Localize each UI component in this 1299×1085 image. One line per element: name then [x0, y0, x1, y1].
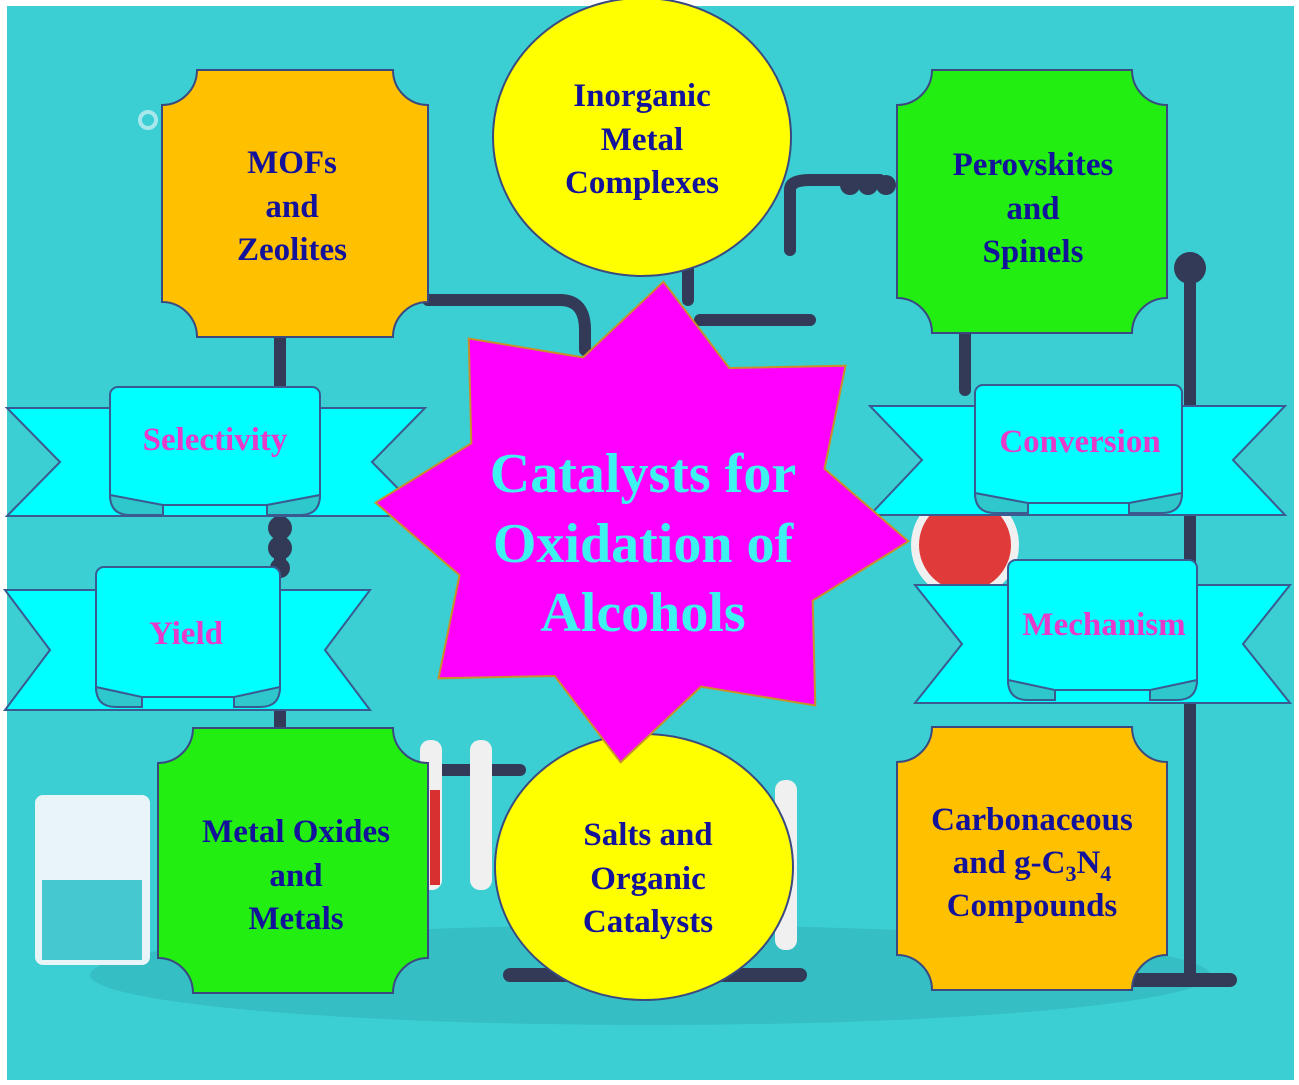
box-label-line: Zeolites — [237, 232, 347, 268]
box-label-line: Compounds — [947, 888, 1118, 924]
box-label-line: and — [265, 189, 318, 225]
box-label-line: Carbonaceous — [931, 802, 1133, 838]
ribbon-selectivity: Selectivity — [4, 386, 428, 517]
ribbon-label: Conversion — [999, 424, 1160, 460]
box-label-line: Spinels — [983, 234, 1084, 270]
central-title-line: Catalysts for — [490, 443, 796, 505]
circle-label-line: Metal — [601, 122, 683, 158]
circle-label-line: Catalysts — [583, 904, 713, 940]
box-label-line: MOFs — [247, 145, 337, 181]
circle-inorganic-metal-complexes: Inorganic Metal Complexes — [492, 0, 792, 277]
ribbon-label: Mechanism — [1022, 607, 1185, 643]
circle-label-line: Salts and — [583, 817, 712, 853]
ribbon-yield: Yield — [3, 566, 372, 711]
box-label-line: and — [1006, 191, 1059, 227]
circle-salts-organic-catalysts: Salts and Organic Catalysts — [494, 733, 794, 1001]
box-mofs-zeolites: MOFs and Zeolites — [161, 69, 429, 338]
central-star: Catalysts for Oxidation of Alcohols — [373, 280, 911, 764]
circle-label-line: Organic — [590, 861, 705, 897]
circle-label-line: Complexes — [565, 165, 719, 201]
box-carbonaceous-gc3n4: Carbonaceous and g-C3N4 Compounds — [896, 726, 1168, 991]
box-perovskites-spinels: Perovskites and Spinels — [896, 69, 1168, 334]
box-metal-oxides-metals: Metal Oxides and Metals — [157, 727, 429, 994]
central-title-line: Alcohols — [540, 582, 745, 644]
ribbon-label: Yield — [149, 616, 223, 652]
box-label-line: and g-C3N4 — [953, 845, 1112, 886]
ribbon-conversion: Conversion — [867, 384, 1288, 516]
central-title-line: Oxidation of — [493, 513, 795, 575]
ribbon-mechanism: Mechanism — [912, 559, 1293, 704]
box-label-line: and — [269, 858, 322, 894]
box-label-line: Metals — [248, 901, 343, 937]
coil-decoration — [268, 175, 1206, 578]
circle-label-line: Inorganic — [573, 78, 711, 114]
box-label-line: Perovskites — [953, 147, 1114, 183]
ribbon-label: Selectivity — [143, 422, 288, 458]
box-label-line: Metal Oxides — [202, 814, 390, 850]
